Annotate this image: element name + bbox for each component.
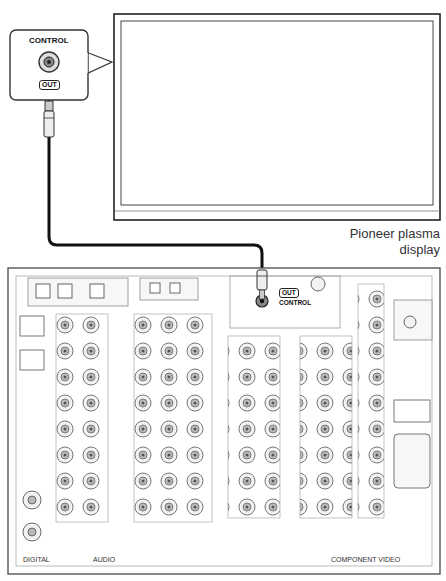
mini-plug	[44, 101, 54, 137]
mini-plug	[257, 270, 267, 299]
callout-bubble	[10, 30, 112, 100]
terminal-label: CONTROL	[29, 36, 69, 46]
receiver-panel: OUTCONTROL	[8, 268, 440, 574]
plasma-display-box: Pioneer plasma display	[114, 14, 440, 220]
panel-label: AUDIO	[92, 556, 116, 563]
receiver-rear-panel	[8, 268, 440, 574]
plasma-display	[114, 14, 440, 220]
device-name: Pioneer plasma display	[328, 226, 440, 257]
panel-label: DIGITAL	[22, 556, 51, 563]
terminal-label: CONTROL	[279, 299, 311, 307]
panel-label: COMPONENT VIDEO	[330, 556, 401, 563]
terminal-label: OUT	[279, 288, 299, 298]
terminal-label: OUT	[39, 80, 60, 90]
callout-box: CONTROL OUT	[10, 30, 88, 100]
